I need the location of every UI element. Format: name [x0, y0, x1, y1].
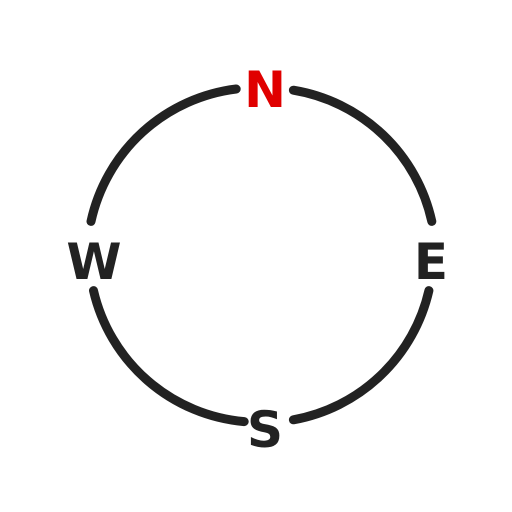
- compass-ring: [86, 84, 437, 427]
- south-label: S: [247, 401, 283, 459]
- west-label: W: [66, 233, 121, 291]
- ring-arc-ne: [288, 85, 437, 226]
- north-label: N: [244, 61, 286, 119]
- ring-arc-sw: [89, 286, 249, 427]
- ring-arc-nw: [86, 84, 241, 226]
- east-label: E: [414, 233, 448, 291]
- ring-arc-se: [288, 286, 434, 425]
